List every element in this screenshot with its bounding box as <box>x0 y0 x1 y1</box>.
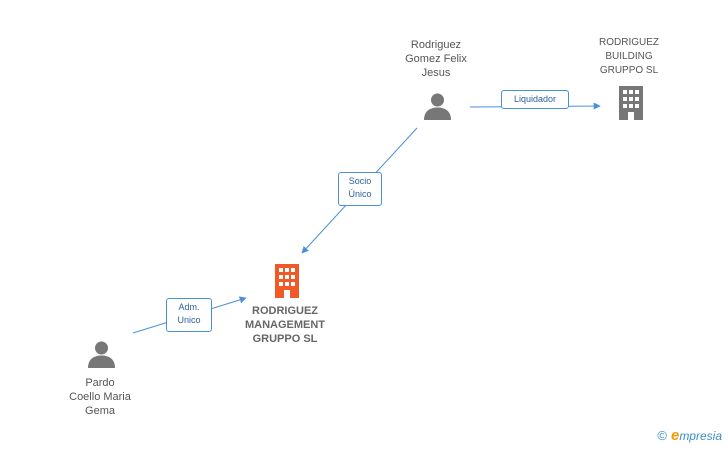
person-icon[interactable] <box>87 340 116 369</box>
building-icon[interactable] <box>272 264 302 298</box>
brand-logo-text: mpresia <box>679 429 722 443</box>
person-icon[interactable] <box>423 92 452 121</box>
node-label-rodriguez-building[interactable]: RODRIGUEZ BUILDING GRUPPO SL <box>599 37 659 76</box>
brand-logo-initial: e <box>670 427 680 444</box>
edge-label-socio-unico[interactable]: Socio Único <box>338 172 382 206</box>
node-label-rodriguez-gomez[interactable]: Rodriguez Gomez Felix Jesus <box>405 39 467 79</box>
edge-label-adm-unico[interactable]: Adm. Unico <box>166 298 212 332</box>
edge-label-liquidador[interactable]: Liquidador <box>501 90 569 109</box>
building-icon[interactable] <box>616 86 646 120</box>
node-label-pardo-coello[interactable]: Pardo Coello Maria Gema <box>69 377 131 417</box>
copyright-symbol: © <box>657 428 667 443</box>
footer-brand[interactable]: ©empresia <box>657 427 722 444</box>
node-label-rodriguez-management[interactable]: RODRIGUEZ MANAGEMENT GRUPPO SL <box>244 305 326 345</box>
